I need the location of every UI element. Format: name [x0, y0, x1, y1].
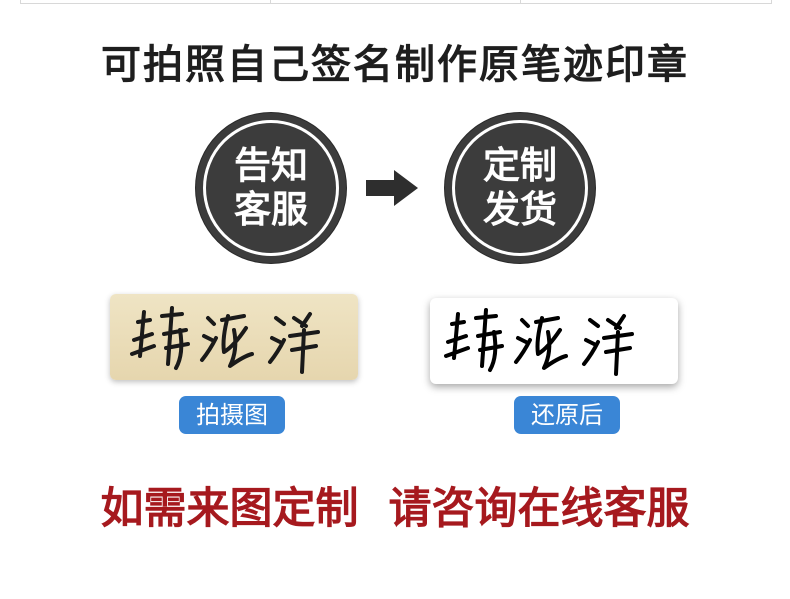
footer-call-to-action: 如需来图定制 请咨询在线客服 [100, 484, 690, 534]
signature-photo-card [110, 294, 358, 380]
top-divider-strip [0, 0, 790, 8]
restored-label-badge: 还原后 [514, 396, 620, 434]
step-text-ship: 定制 发货 [483, 144, 557, 231]
divider-segment [520, 0, 772, 4]
divider-segment [20, 0, 271, 4]
step-circle-contact: 告知 客服 [196, 113, 346, 263]
photo-label-badge: 拍摄图 [179, 396, 285, 434]
page-title: 可拍照自己签名制作原笔迹印章 [101, 41, 689, 88]
signature-restored-image [444, 308, 634, 376]
step-text-contact: 告知 客服 [234, 144, 308, 231]
signature-restored-card [430, 298, 678, 384]
arrow-right-icon [366, 170, 418, 206]
signature-photo-image [130, 306, 320, 374]
divider-segment [270, 0, 521, 4]
step-circle-ship: 定制 发货 [445, 113, 595, 263]
